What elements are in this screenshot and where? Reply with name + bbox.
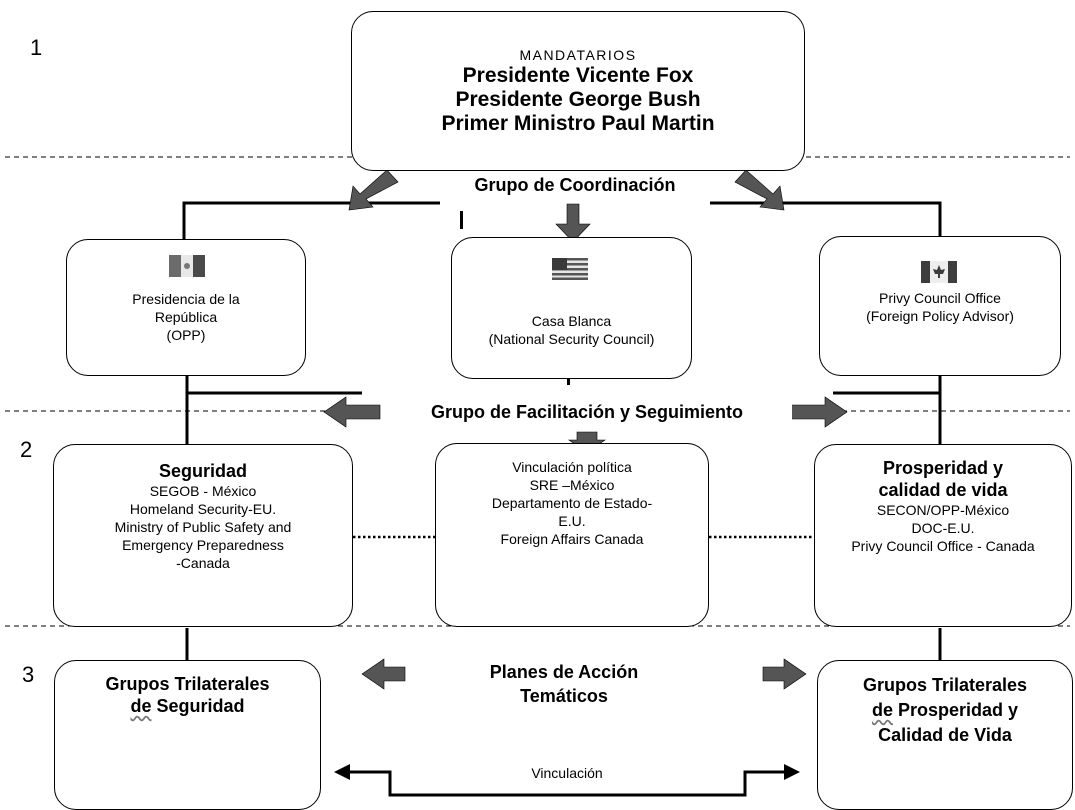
- pillar-text: E.U.: [558, 513, 586, 529]
- pillar-text: Privy Council Office - Canada: [851, 538, 1035, 554]
- pillar-text: DOC-E.U.: [911, 520, 975, 536]
- office-text: Privy Council Office: [879, 290, 1001, 306]
- pillar-text: Vinculación política: [512, 459, 632, 475]
- pillar-text: Departamento de Estado-: [491, 495, 653, 511]
- leader-name: Presidente George Bush: [455, 88, 701, 111]
- pillar-text: SEGOB - México: [149, 483, 257, 499]
- office-text: (Foreign Policy Advisor): [866, 308, 1014, 324]
- usa-flag-icon: [552, 258, 588, 280]
- leader-name: Primer Ministro Paul Martin: [441, 112, 715, 135]
- connector-tick: [567, 377, 570, 385]
- level-number: 2: [20, 437, 33, 462]
- usa-office-box: Casa Blanca (National Security Council): [451, 237, 692, 379]
- arrow-right: [762, 658, 807, 690]
- security-groups-box: Grupos Trilaterales de Seguridad: [54, 660, 321, 810]
- prosperity-groups-box: Grupos Trilaterales de Prosperidad y Cal…: [817, 660, 1073, 810]
- pillar-text: Ministry of Public Safety and: [114, 519, 292, 535]
- office-text: Casa Blanca: [531, 313, 612, 329]
- arrow-left: [361, 658, 406, 690]
- group-title: Grupos Trilaterales: [862, 675, 1028, 695]
- pillar-text: Emergency Preparedness: [122, 537, 284, 553]
- mandatarios-heading: MANDATARIOS: [519, 47, 637, 63]
- mexico-office-box: Presidencia de la República (OPP): [66, 239, 306, 376]
- action-plans-line: Temáticos: [520, 686, 608, 706]
- group-title: Grupos Trilaterales: [105, 674, 270, 694]
- group-title-line: de Prosperidad y: [818, 698, 1072, 723]
- group-title-word: Seguridad: [156, 696, 245, 716]
- office-text: (OPP): [166, 327, 206, 343]
- action-plans-line: Planes de Acción: [489, 662, 639, 682]
- group-title-word: Prosperidad y: [897, 700, 1019, 720]
- pillar-text: SECON/OPP-México: [876, 502, 1010, 518]
- pillar-title: calidad de vida: [878, 480, 1008, 500]
- linkage-label: Vinculación: [531, 765, 603, 781]
- level-number: 3: [22, 662, 35, 687]
- political-pillar-box: Vinculación política SRE –México Departa…: [435, 443, 709, 627]
- linkage-line: [344, 770, 790, 797]
- office-text: (National Security Council): [488, 331, 655, 347]
- canada-flag-icon: [921, 261, 957, 283]
- linkage-arrowhead: [334, 764, 350, 780]
- linkage-arrowhead: [784, 764, 800, 780]
- pillar-title: Prosperidad y: [882, 458, 1004, 478]
- pillar-text: Foreign Affairs Canada: [500, 531, 644, 547]
- pillar-text: SRE –México: [529, 477, 615, 493]
- connector-tick: [460, 211, 463, 229]
- prosperity-pillar-box: Prosperidad y calidad de vida SECON/OPP-…: [814, 444, 1072, 627]
- facilitation-group-label: Grupo de Facilitación y Seguimiento: [382, 401, 792, 423]
- group-title-line: de Seguridad: [55, 695, 320, 717]
- mandatarios-box: MANDATARIOS Presidente Vicente Fox Presi…: [351, 11, 805, 171]
- arrow-down: [555, 203, 591, 243]
- arrow-down-right: [734, 169, 785, 211]
- connector-line: [833, 375, 942, 446]
- office-text: Presidencia de la: [132, 291, 240, 307]
- level-number: 1: [30, 35, 43, 60]
- group-title-word: de: [130, 696, 152, 716]
- group-title-word: de: [871, 700, 893, 720]
- arrow-down-left: [348, 169, 399, 211]
- canada-office-box: Privy Council Office (Foreign Policy Adv…: [819, 236, 1061, 376]
- group-title: Calidad de Vida: [878, 725, 1012, 745]
- connector-line: [182, 201, 942, 240]
- security-pillar-box: Seguridad SEGOB - México Homeland Securi…: [53, 444, 353, 627]
- coordination-group-label: Grupo de Coordinación: [420, 174, 730, 196]
- pillar-text: Homeland Security-EU.: [129, 501, 277, 517]
- leader-name: Presidente Vicente Fox: [462, 64, 694, 87]
- arrow-left: [323, 396, 381, 428]
- connector-line: [185, 375, 362, 446]
- pillar-title: Seguridad: [158, 461, 247, 481]
- mexico-flag-icon: [169, 255, 205, 277]
- office-text: República: [154, 309, 218, 325]
- arrow-right: [790, 396, 848, 428]
- action-plans-label: Planes de Acción Temáticos: [462, 660, 666, 708]
- pillar-text: -Canada: [176, 555, 230, 571]
